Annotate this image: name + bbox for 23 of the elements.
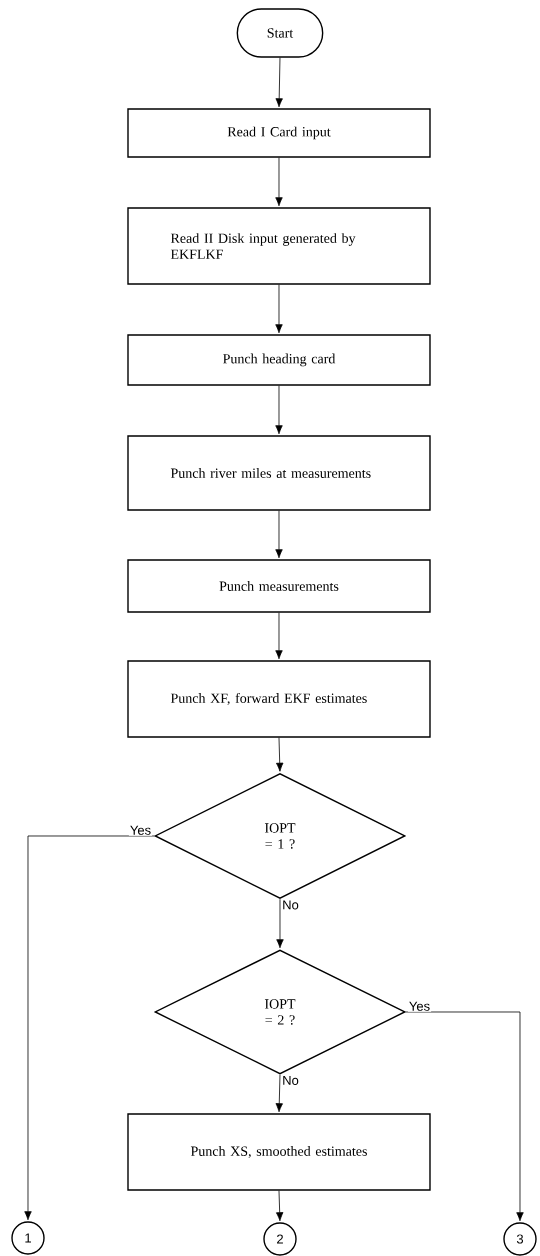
- arrow: [275, 57, 283, 108]
- arrow: [275, 157, 283, 207]
- process-box: Punch XS, smoothed estimates: [127, 1113, 431, 1191]
- arrow: [275, 1074, 283, 1113]
- edge-label: No: [281, 899, 300, 911]
- process-box: Read I Card input: [127, 108, 431, 158]
- arrow: [275, 510, 283, 559]
- edge-label: No: [281, 1074, 300, 1086]
- edge-label: Yes: [128, 824, 153, 836]
- arrow: [275, 612, 283, 660]
- arrow: [276, 898, 284, 949]
- process-box: Punch measurements: [127, 559, 431, 613]
- arrow: [405, 1011, 524, 1222]
- process-box: Punch river miles at measurements: [127, 435, 431, 511]
- arrow: [276, 737, 284, 772]
- process-box: Punch XF, forward EKF estimates: [127, 660, 431, 738]
- edge-label: Yes: [407, 1000, 432, 1012]
- arrow: [275, 284, 283, 334]
- arrow: [275, 385, 283, 435]
- arrow: [24, 835, 155, 1221]
- process-box: Punch heading card: [127, 334, 431, 386]
- arrow: [276, 1190, 284, 1222]
- process-box: Read II Disk input generated by EKFLKF: [127, 207, 431, 285]
